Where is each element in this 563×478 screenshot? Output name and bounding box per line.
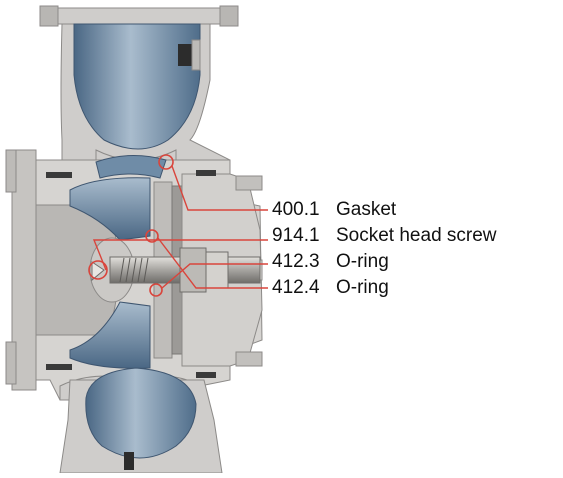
legend-number: 412.4 xyxy=(272,277,320,298)
legend-description: O-ring xyxy=(336,277,389,298)
legend-description: Socket head screw xyxy=(336,225,497,246)
legend-description: Gasket xyxy=(336,199,397,220)
legend-description: O-ring xyxy=(336,251,389,272)
legend-item-412-4: 412.4 O-ring xyxy=(272,278,389,297)
drain-plug xyxy=(124,452,134,470)
marker-400-1 xyxy=(158,154,174,170)
legend-item-400-1: 400.1 Gasket xyxy=(272,200,396,219)
vent-plug xyxy=(178,44,192,66)
legend-item-412-3: 412.3 O-ring xyxy=(272,252,389,271)
marker-914-1 xyxy=(88,260,108,280)
impeller-upper xyxy=(69,177,151,241)
marker-412-3 xyxy=(149,283,163,297)
upper-flange xyxy=(39,5,239,27)
legend-number: 914.1 xyxy=(272,225,320,246)
legend-number: 412.3 xyxy=(272,251,320,272)
marker-412-4 xyxy=(145,229,159,243)
legend-item-914-1: 914.1 Socket head screw xyxy=(272,226,497,245)
upper-cavity xyxy=(73,23,201,150)
lower-cavity xyxy=(85,367,197,459)
leader-lines xyxy=(92,165,268,289)
legend-number: 400.1 xyxy=(272,199,320,220)
impeller-lower xyxy=(69,301,151,369)
